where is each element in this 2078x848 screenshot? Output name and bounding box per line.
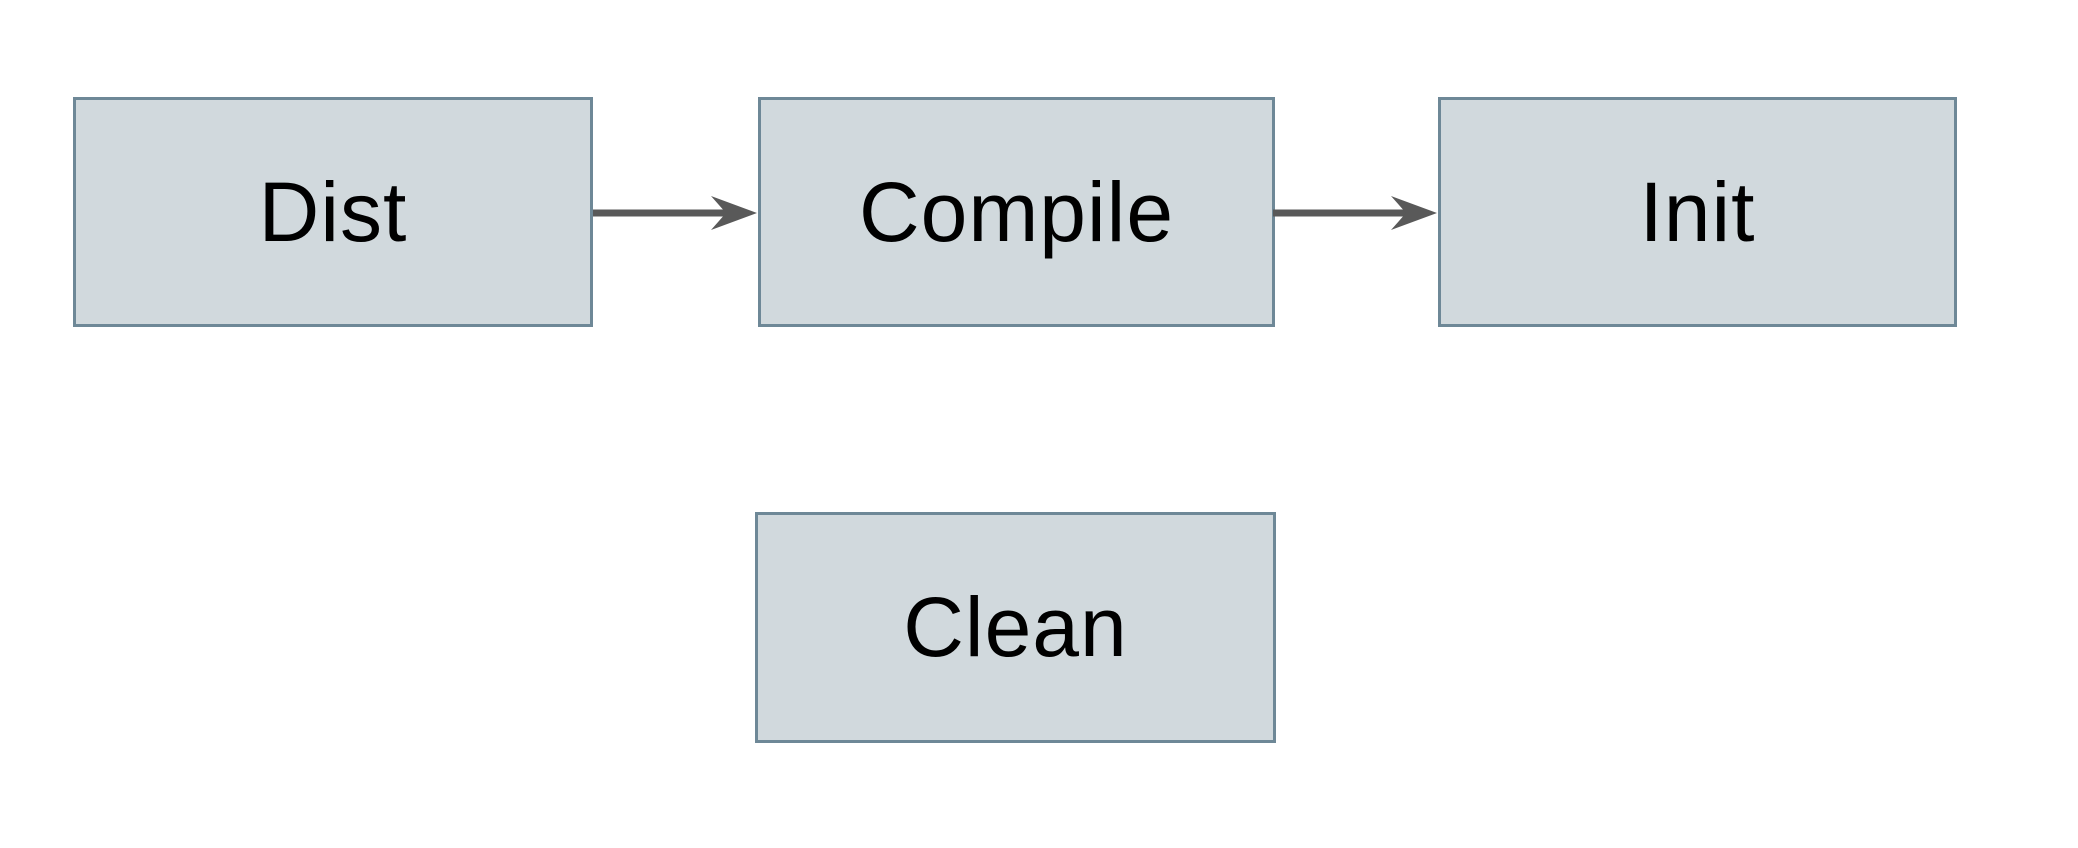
node-compile[interactable]: Compile: [758, 97, 1275, 327]
node-init-label: Init: [1639, 164, 1756, 259]
node-compile-label: Compile: [858, 164, 1175, 259]
arrow-dist-to-compile-icon: [593, 196, 757, 230]
node-dist[interactable]: Dist: [73, 97, 593, 327]
node-dist-label: Dist: [258, 164, 408, 259]
node-clean-label: Clean: [903, 580, 1128, 674]
arrow-compile-to-init-icon: [1273, 196, 1437, 230]
node-clean[interactable]: Clean: [755, 512, 1276, 743]
node-init[interactable]: Init: [1438, 97, 1957, 327]
